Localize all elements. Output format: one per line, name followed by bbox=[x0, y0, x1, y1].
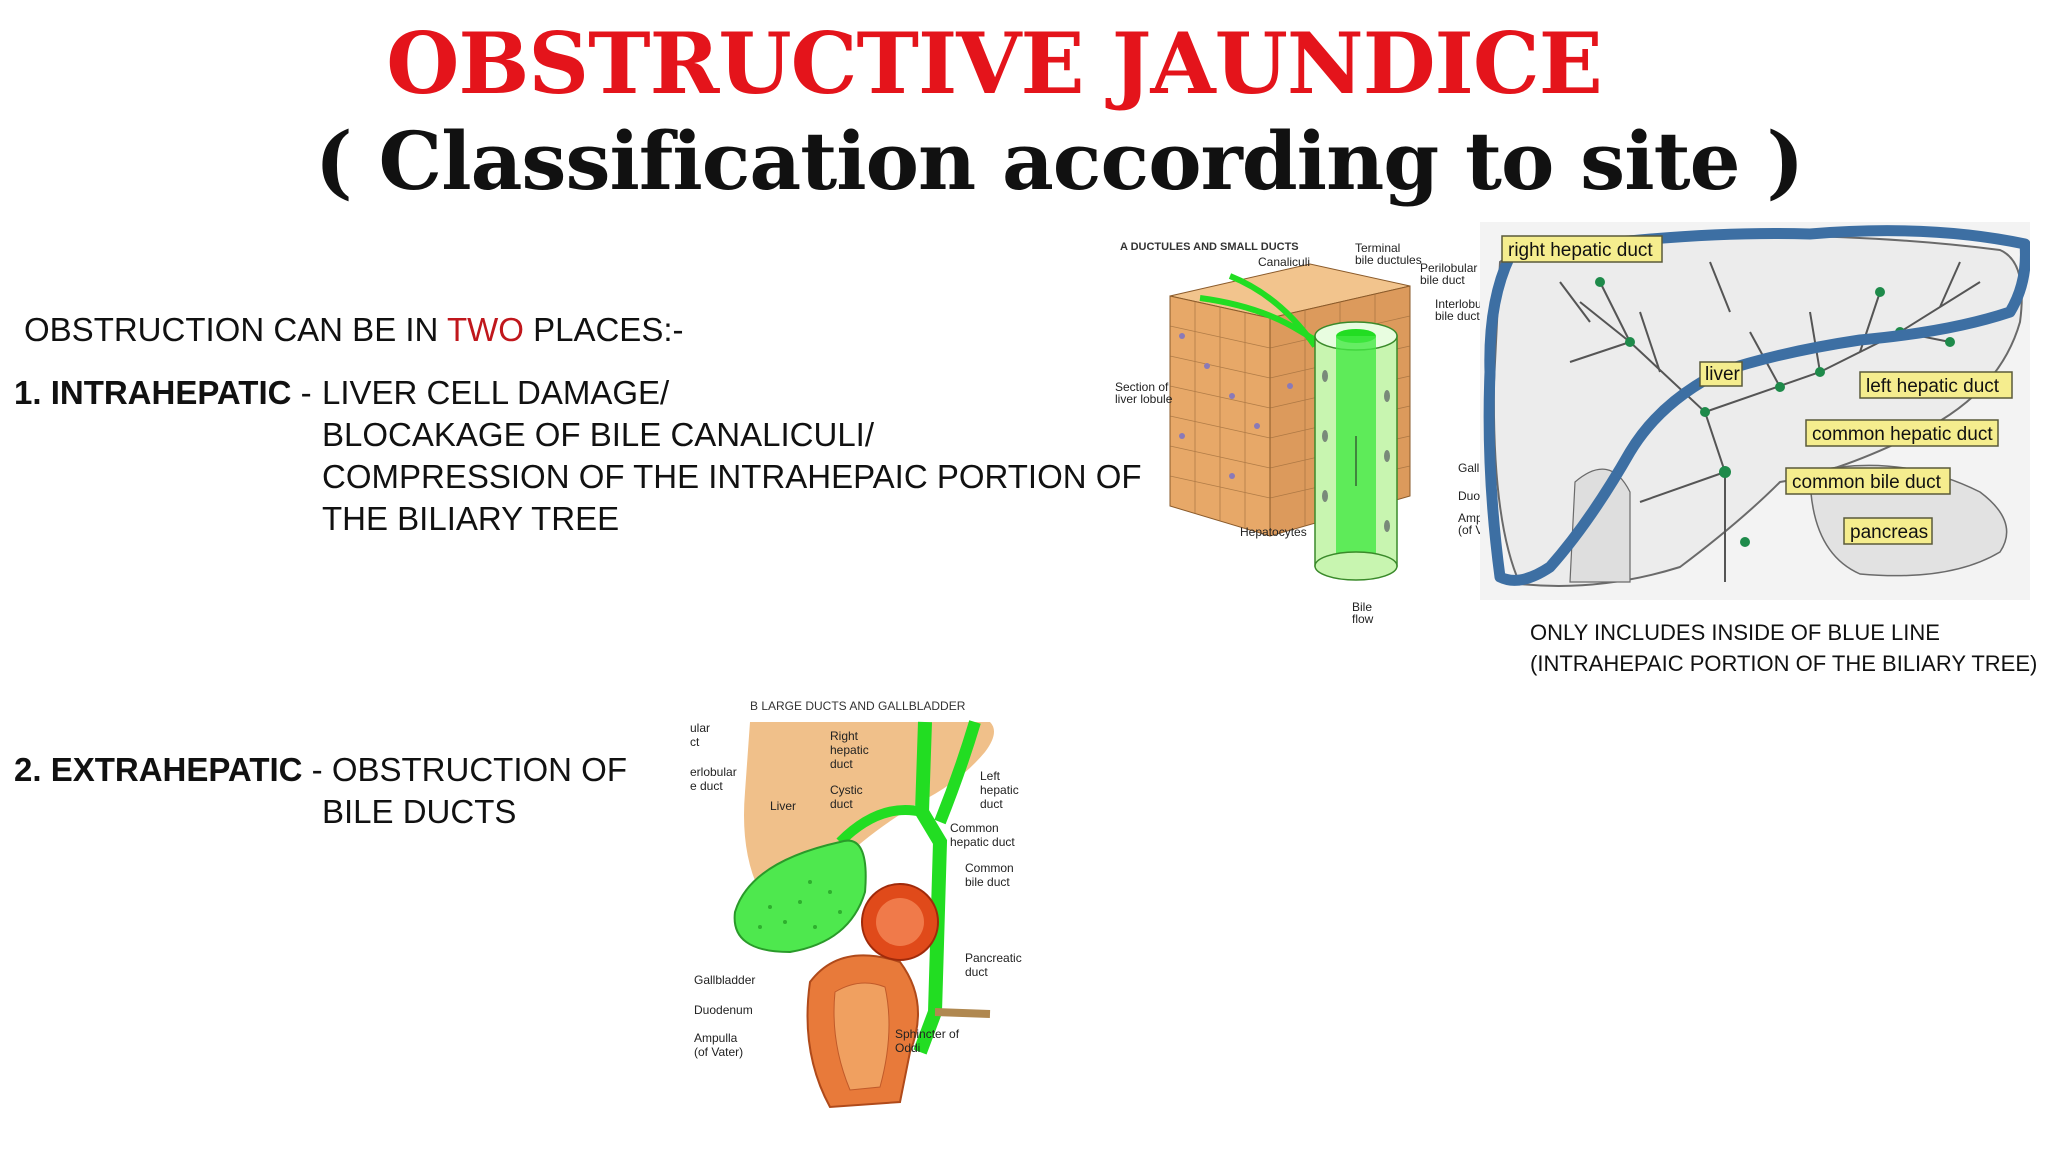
label-canaliculi: Canaliculi bbox=[1258, 255, 1310, 269]
label-common-bile: common bile duct bbox=[1785, 467, 1951, 495]
intrahepatic-separator: - bbox=[291, 374, 312, 411]
intro-highlight: TWO bbox=[446, 311, 524, 348]
label-erlobular: erlobular bbox=[690, 765, 737, 779]
label-common-2: hepatic duct bbox=[950, 835, 1015, 849]
intrahepatic-boundary-line bbox=[1483, 225, 2030, 586]
svg-text:right hepatic duct: right hepatic duct bbox=[1508, 240, 1653, 261]
intrahepatic-line: BLOCAKAGE OF BILE CANALICULI/ bbox=[322, 416, 875, 453]
label-ct: ct bbox=[690, 735, 700, 749]
intro-suffix: PLACES:- bbox=[523, 311, 684, 348]
label-section: Section of bbox=[1115, 380, 1169, 394]
intro-text: OBSTRUCTION CAN BE IN TWO PLACES:- bbox=[24, 309, 684, 351]
extrahepatic-label: 2. EXTRAHEPATIC bbox=[14, 751, 303, 788]
svg-text:common bile duct: common bile duct bbox=[1792, 472, 1942, 493]
label-pancreas: pancreas bbox=[1843, 517, 1933, 545]
label-terminal-2: bile ductules bbox=[1355, 253, 1422, 267]
label-left: Left bbox=[980, 769, 1001, 783]
intrahepatic-line: THE BILIARY TREE bbox=[322, 500, 620, 537]
duct-nodes bbox=[1595, 277, 1955, 547]
label-cystic: Cystic bbox=[830, 783, 863, 797]
svg-text:common hepatic duct: common hepatic duct bbox=[1812, 424, 1993, 445]
extrahepatic-line-2: BILE DUCTS bbox=[322, 793, 517, 830]
label-pancreatic-2: duct bbox=[965, 965, 988, 979]
cystic-duct bbox=[836, 805, 924, 846]
label-left-3: duct bbox=[980, 797, 1003, 811]
label-ampulla: Ampulla bbox=[694, 1031, 738, 1045]
left-hepatic-duct bbox=[934, 720, 981, 825]
svg-text:left hepatic duct: left hepatic duct bbox=[1866, 376, 2000, 397]
page-title: OBSTRUCTIVE JAUNDICE bbox=[386, 14, 1602, 113]
svg-text:liver: liver bbox=[1705, 364, 1741, 385]
caption-line-2: (INTRAHEPAIC PORTION OF THE BILIARY TREE… bbox=[1530, 651, 2038, 676]
label-sphincter-2: Oddi bbox=[895, 1041, 920, 1055]
liver-shape bbox=[744, 722, 994, 892]
label-right-hepatic: right hepatic duct bbox=[1501, 235, 1663, 263]
bile-duct-bottom bbox=[1314, 551, 1398, 581]
label-duct-r: duct bbox=[830, 757, 853, 771]
intrahepatic-label: 1. INTRAHEPATIC bbox=[14, 374, 292, 411]
figure-b-heading: B LARGE DUCTS AND GALLBLADDER bbox=[750, 699, 966, 713]
ductules-diagram: A DUCTULES AND SMALL DUCTS Canaliculi Te… bbox=[1115, 241, 1490, 626]
label-interlobular-2: bile duct bbox=[1435, 309, 1480, 323]
label-gallbladder: Gallbladder bbox=[694, 973, 755, 987]
page-subtitle: ( Classification according to site ) bbox=[314, 114, 1804, 208]
intrahepatic-line: COMPRESSION OF THE INTRAHEPAIC PORTION O… bbox=[322, 458, 1142, 495]
gallbladder-texture bbox=[758, 880, 842, 929]
label-interlobular: Interlobular bbox=[1435, 297, 1490, 311]
label-section-2: liver lobule bbox=[1115, 392, 1173, 406]
extrahepatic-line: OBSTRUCTION OF bbox=[331, 751, 627, 788]
label-hepatocytes: Hepatocytes bbox=[1240, 525, 1307, 539]
label-pancreatic: Pancreatic bbox=[965, 951, 1022, 965]
label-perilobular: Perilobular bbox=[1420, 261, 1477, 275]
label-liver: Liver bbox=[770, 799, 796, 813]
label-cbd-2: bile duct bbox=[965, 875, 1010, 889]
label-cystic-2: duct bbox=[830, 797, 853, 811]
label-ular: ular bbox=[690, 721, 710, 735]
label-common: Common bbox=[950, 821, 999, 835]
label-hepatic: hepatic bbox=[830, 743, 869, 757]
label-liver: liver bbox=[1699, 361, 1743, 387]
figure-a-heading: A DUCTULES AND SMALL DUCTS bbox=[1120, 241, 1299, 253]
duct-cell-nuclei bbox=[1322, 370, 1390, 532]
label-left-2: hepatic bbox=[980, 783, 1019, 797]
intrahepatic-line: LIVER CELL DAMAGE/ bbox=[322, 374, 670, 411]
pancreatic-duct bbox=[934, 1008, 991, 1018]
label-sphincter: Sphincter of bbox=[895, 1027, 960, 1041]
label-ampulla-2: (of Vater) bbox=[694, 1045, 743, 1059]
label-cbd: Common bbox=[965, 861, 1014, 875]
diagram-caption: ONLY INCLUDES INSIDE OF BLUE LINE (INTRA… bbox=[1530, 617, 2037, 679]
label-right: Right bbox=[830, 729, 859, 743]
label-left-hepatic: left hepatic duct bbox=[1859, 371, 2013, 399]
terminal-ductule bbox=[1228, 273, 1318, 348]
intrahepatic-description: LIVER CELL DAMAGE/ BLOCAKAGE OF BILE CAN… bbox=[322, 372, 1142, 540]
pancreas-center bbox=[876, 898, 924, 946]
liver-biliary-diagram: right hepatic duct liver left hepatic du… bbox=[1480, 222, 2030, 600]
intrahepatic-heading: 1. INTRAHEPATIC - bbox=[14, 372, 312, 414]
label-duodenum: Duodenum bbox=[694, 1003, 753, 1017]
label-flow: flow bbox=[1352, 612, 1374, 626]
extrahepatic-separator: - bbox=[302, 751, 332, 788]
label-perilobular-2: bile duct bbox=[1420, 273, 1465, 287]
label-common-hepatic: common hepatic duct bbox=[1805, 419, 1999, 447]
extrahepatic-heading: 2. EXTRAHEPATIC - OBSTRUCTION OF bbox=[14, 749, 627, 791]
duodenum-lumen bbox=[833, 982, 890, 1091]
gallbladder-body bbox=[733, 839, 867, 954]
svg-text:pancreas: pancreas bbox=[1850, 522, 1928, 543]
gallbladder-ducts-diagram: B LARGE DUCTS AND GALLBLADDER ular ct er… bbox=[690, 699, 1022, 1109]
label-terminal: Terminal bbox=[1355, 241, 1400, 255]
label-bile: Bile bbox=[1352, 600, 1372, 614]
hepatic-duct bbox=[913, 721, 948, 1055]
intro-prefix: OBSTRUCTION CAN BE IN bbox=[24, 311, 447, 348]
caption-line-1: ONLY INCLUDES INSIDE OF BLUE LINE bbox=[1530, 620, 1940, 645]
label-e-duct: e duct bbox=[690, 779, 723, 793]
